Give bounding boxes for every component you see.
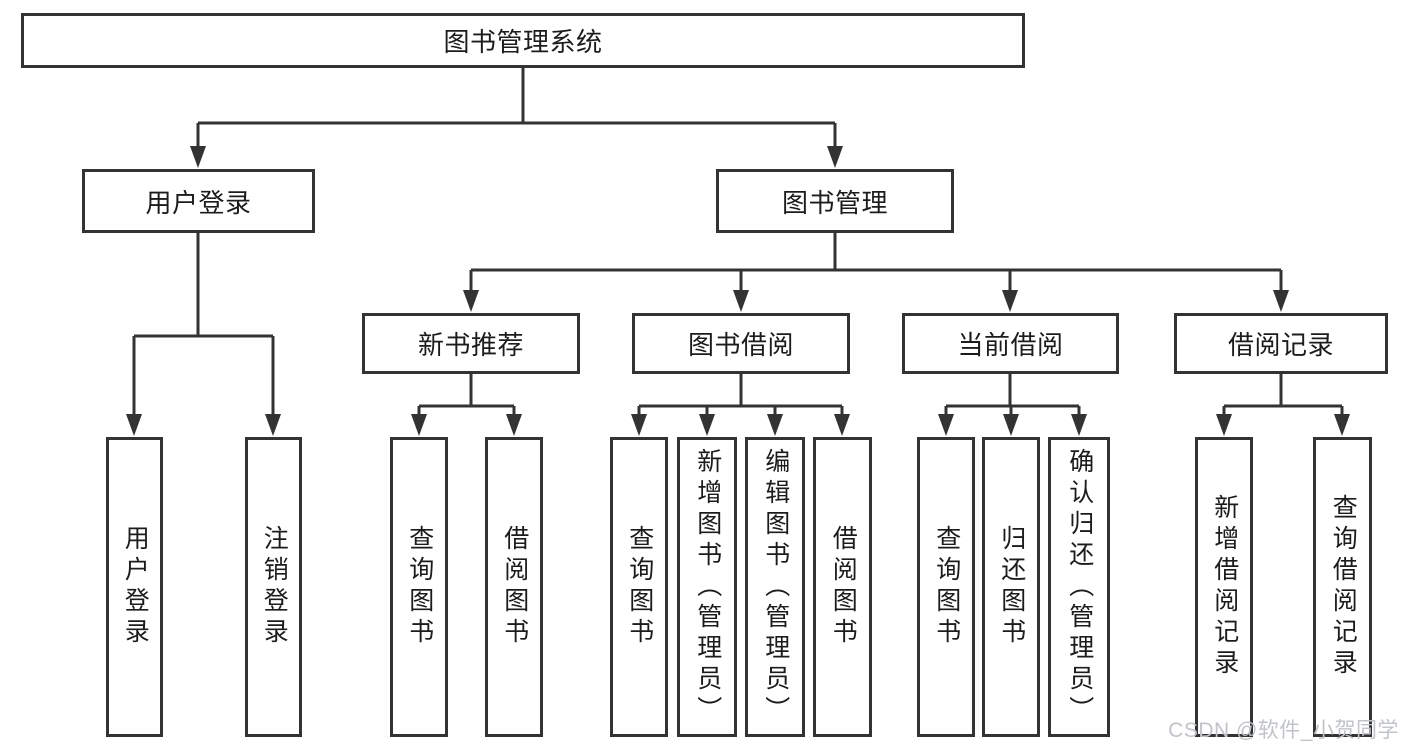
leaf-recommend-borrow-books: 借阅图书 (485, 437, 543, 737)
node-user-login: 用户登录 (82, 169, 315, 233)
node-label: 新增图书（管理员） (693, 447, 722, 727)
node-label: 新增借阅记录 (1210, 494, 1239, 680)
node-label: 查询借阅记录 (1329, 494, 1358, 680)
leaf-recommend-query-books: 查询图书 (390, 437, 448, 737)
node-label: 图书借阅 (687, 330, 794, 360)
leaf-current-confirm-return-admin: 确认归还（管理员） (1048, 437, 1110, 737)
arrowheads (126, 146, 1350, 436)
node-book-management: 图书管理 (716, 169, 954, 233)
leaf-borrow-edit-books-admin: 编辑图书（管理员） (745, 437, 805, 737)
node-label: 用户登录 (145, 187, 252, 218)
connector-records-branch (1222, 374, 1344, 416)
leaf-borrow-query-books: 查询图书 (610, 437, 668, 737)
node-book-borrowing: 图书借阅 (632, 313, 850, 374)
node-label: 归还图书 (997, 525, 1026, 649)
node-label: 编辑图书（管理员） (761, 447, 790, 727)
node-label: 用户登录 (121, 525, 150, 649)
leaf-logout: 注销登录 (245, 437, 302, 737)
leaf-borrow-add-books-admin: 新增图书（管理员） (677, 437, 737, 737)
leaf-current-return-books: 归还图书 (982, 437, 1040, 737)
node-label: 查询图书 (625, 525, 654, 649)
leaf-records-query-borrow-record: 查询借阅记录 (1313, 437, 1372, 737)
leaf-current-query-books: 查询图书 (917, 437, 975, 737)
node-label: 确认归还（管理员） (1065, 447, 1094, 727)
node-label: 注销登录 (260, 525, 289, 649)
node-label: 新书推荐 (417, 330, 524, 360)
connector-current-branch (944, 374, 1081, 416)
node-label: 查询图书 (932, 525, 961, 649)
connector-book-mgmt-branch (469, 233, 1283, 291)
node-label: 借阅图书 (500, 525, 529, 649)
node-label: 查询图书 (405, 525, 434, 649)
connector-borrow-branch (637, 374, 844, 416)
leaf-borrow-borrow-books: 借阅图书 (813, 437, 872, 737)
node-borrowing-records: 借阅记录 (1174, 313, 1388, 374)
node-label: 图书管理系统 (443, 27, 603, 57)
csdn-watermark: CSDN @软件_小贺同学 (1168, 719, 1399, 742)
connector-root-branch (196, 68, 837, 150)
node-label: 借阅记录 (1227, 330, 1334, 360)
connector-recommend-branch (417, 374, 516, 416)
connector-user-login-branch (132, 233, 275, 415)
node-label: 图书管理 (781, 187, 888, 218)
node-label: 当前借阅 (957, 330, 1064, 360)
node-current-borrowing: 当前借阅 (902, 313, 1119, 374)
leaf-user-login: 用户登录 (106, 437, 163, 737)
node-new-book-recommendation: 新书推荐 (362, 313, 580, 374)
leaf-records-add-borrow-record: 新增借阅记录 (1195, 437, 1253, 737)
node-label: 借阅图书 (829, 525, 858, 649)
node-library-management-system: 图书管理系统 (21, 13, 1025, 68)
